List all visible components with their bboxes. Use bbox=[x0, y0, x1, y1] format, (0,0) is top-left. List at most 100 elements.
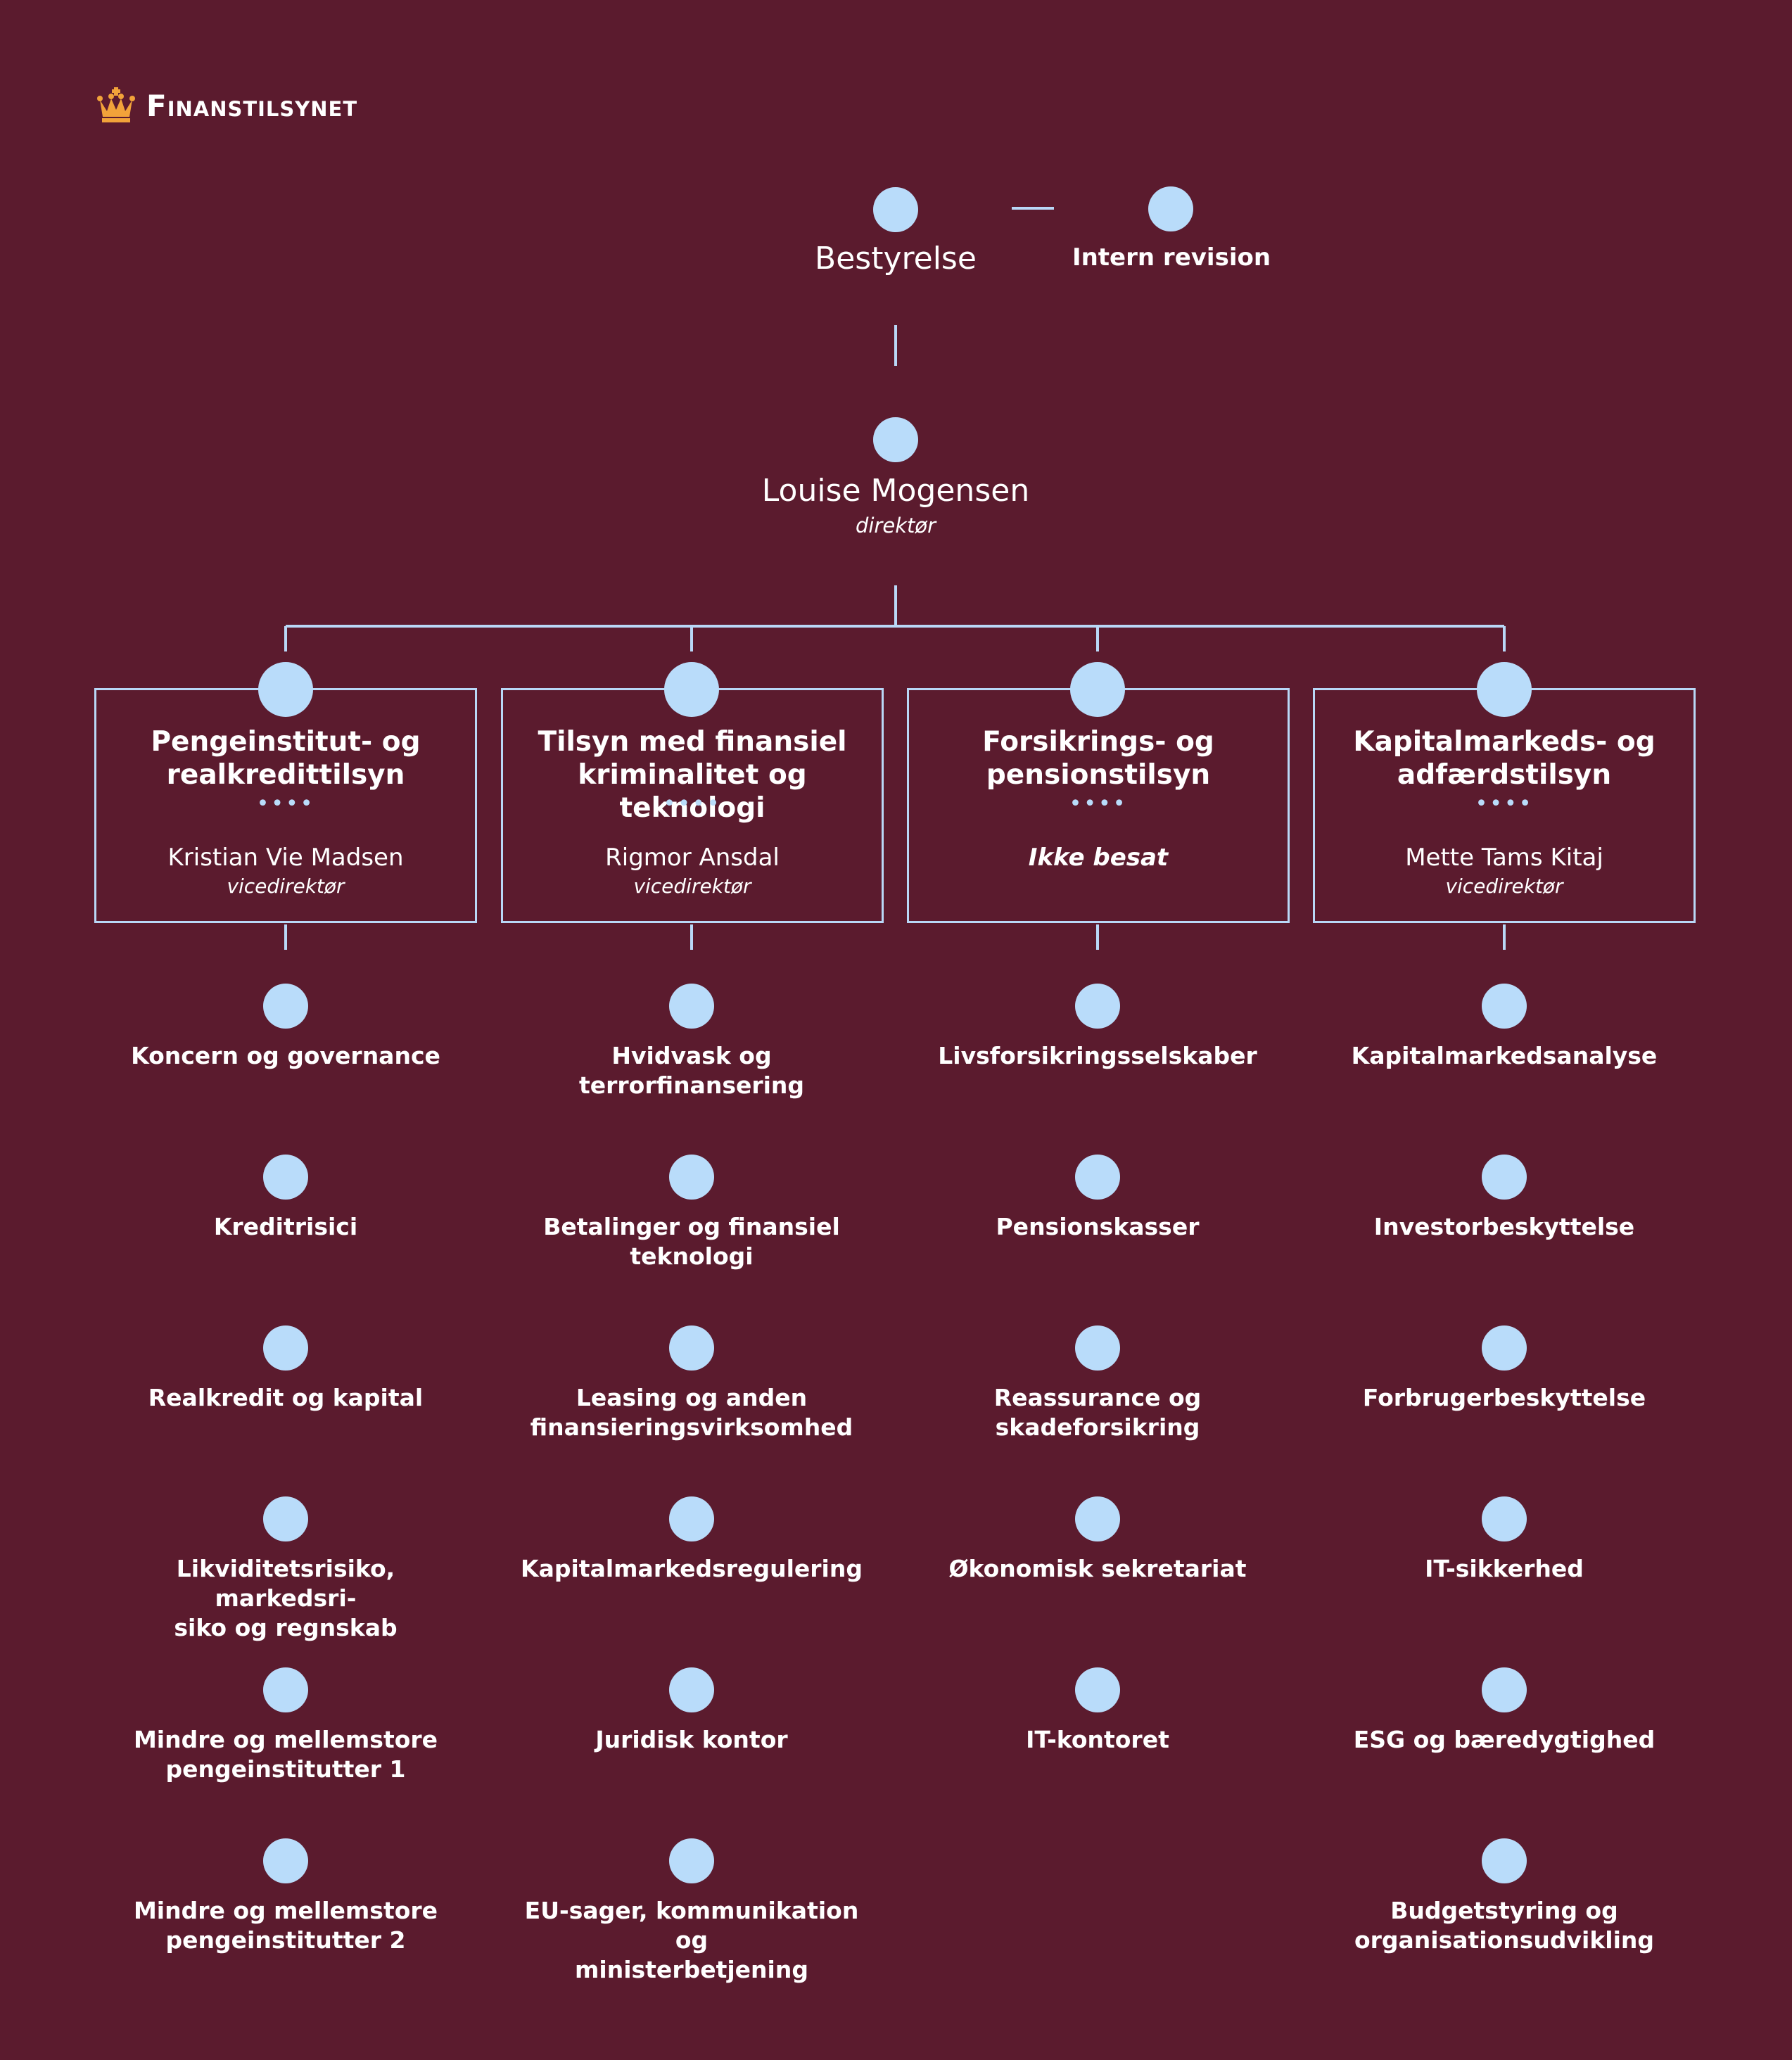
division-head-role: vicedirektør bbox=[227, 875, 345, 898]
unit-label-line: Pensionskasser bbox=[996, 1213, 1200, 1240]
unit-node bbox=[669, 1325, 714, 1371]
division-title-line: realkredittilsyn bbox=[166, 759, 405, 791]
unit-node bbox=[1075, 1496, 1120, 1541]
unit-label-line: IT-kontoret bbox=[1026, 1726, 1169, 1753]
unit-node bbox=[1482, 1325, 1527, 1371]
unit-node bbox=[263, 1155, 308, 1200]
division-head: Kristian Vie Madsen bbox=[167, 844, 404, 872]
divider-dots: •••• bbox=[256, 791, 315, 816]
unit-label-line: Forbrugerbeskyttelse bbox=[1362, 1384, 1646, 1411]
unit-label: Forbrugerbeskyttelse bbox=[1321, 1383, 1687, 1413]
unit-label-line: Livsforsikringsselskaber bbox=[938, 1042, 1257, 1069]
division-title-line: Forsikrings- og bbox=[982, 726, 1214, 758]
unit-label-line: Juridisk kontor bbox=[595, 1726, 788, 1753]
unit-label-line: Investorbeskyttelse bbox=[1373, 1213, 1635, 1240]
unit-label-line: finansieringsvirksomhed bbox=[530, 1413, 853, 1441]
unit-node bbox=[1482, 1155, 1527, 1200]
unit-node bbox=[1482, 984, 1527, 1029]
unit-label: Kapitalmarkedsanalyse bbox=[1321, 1041, 1687, 1071]
unit-label-line: teknologi bbox=[630, 1242, 754, 1270]
unit-label-line: Budgetstyring og bbox=[1390, 1897, 1618, 1924]
unit-node bbox=[263, 1496, 308, 1541]
finanstilsynet-logo: Finanstilsynet bbox=[97, 84, 357, 127]
division-title-line: kriminalitet og teknologi bbox=[578, 759, 807, 824]
board-node bbox=[873, 187, 918, 232]
unit-node bbox=[1075, 1155, 1120, 1200]
unit-label: IT-sikkerhed bbox=[1321, 1554, 1687, 1584]
unit-label: Hvidvask og terrorfinansering bbox=[509, 1041, 875, 1100]
unit-label: Pensionskasser bbox=[915, 1212, 1281, 1242]
unit-label-line: IT-sikkerhed bbox=[1425, 1555, 1584, 1582]
unit-node bbox=[1482, 1496, 1527, 1541]
unit-node bbox=[669, 1155, 714, 1200]
division-head-role: vicedirektør bbox=[1445, 875, 1563, 898]
division-head: Mette Tams Kitaj bbox=[1405, 844, 1603, 872]
division-node bbox=[664, 662, 719, 717]
division-node bbox=[258, 662, 313, 717]
unit-node bbox=[669, 1496, 714, 1541]
division-node bbox=[1477, 662, 1532, 717]
unit-label-line: siko og regnskab bbox=[174, 1614, 398, 1641]
unit-label-line: skadeforsikring bbox=[995, 1413, 1200, 1441]
unit-label-line: Leasing og anden bbox=[576, 1384, 808, 1411]
unit-label: Investorbeskyttelse bbox=[1321, 1212, 1687, 1242]
unit-label-line: Hvidvask og bbox=[611, 1042, 772, 1069]
director-name: Louise Mogensen bbox=[761, 473, 1030, 509]
unit-node bbox=[1075, 1667, 1120, 1712]
unit-node bbox=[1482, 1667, 1527, 1712]
unit-label-line: ESG og bæredygtighed bbox=[1353, 1726, 1656, 1753]
unit-label-line: Kreditrisici bbox=[213, 1213, 358, 1240]
division-title-line: Tilsyn med finansiel bbox=[538, 726, 847, 758]
unit-label-line: Likviditetsrisiko, markedsri- bbox=[176, 1555, 395, 1612]
unit-node bbox=[669, 984, 714, 1029]
unit-label-line: Mindre og mellemstore bbox=[133, 1897, 438, 1924]
unit-label-line: Realkredit og kapital bbox=[148, 1384, 424, 1411]
crown-icon bbox=[97, 87, 135, 122]
unit-label: ESG og bæredygtighed bbox=[1321, 1725, 1687, 1755]
unit-label: Koncern og governance bbox=[103, 1041, 469, 1071]
division-title-line: Pengeinstitut- og bbox=[151, 726, 421, 758]
unit-label: Juridisk kontor bbox=[509, 1725, 875, 1755]
unit-label-line: Kapitalmarkedsanalyse bbox=[1351, 1042, 1658, 1069]
unit-label-line: Kapitalmarkedsregulering bbox=[521, 1555, 863, 1582]
division-head: Rigmor Ansdal bbox=[605, 844, 780, 872]
unit-label-line: Mindre og mellemstore bbox=[133, 1726, 438, 1753]
unit-node bbox=[263, 1667, 308, 1712]
unit-label-line: Koncern og governance bbox=[131, 1042, 440, 1069]
unit-label: Livsforsikringsselskaber bbox=[915, 1041, 1281, 1071]
division-head: Ikke besat bbox=[1028, 844, 1169, 872]
unit-label: Kapitalmarkedsregulering bbox=[509, 1554, 875, 1584]
division-title-line: pensionstilsyn bbox=[986, 759, 1211, 791]
unit-label: Realkredit og kapital bbox=[103, 1383, 469, 1413]
unit-node bbox=[1075, 1325, 1120, 1371]
logo-text: Finanstilsynet bbox=[146, 88, 358, 123]
unit-label: Likviditetsrisiko, markedsri-siko og reg… bbox=[103, 1554, 469, 1643]
unit-label-line: terrorfinansering bbox=[578, 1072, 805, 1099]
unit-label-line: Betalinger og finansiel bbox=[543, 1213, 840, 1240]
divider-dots: •••• bbox=[1475, 791, 1534, 816]
unit-label-line: EU-sager, kommunikation og bbox=[524, 1897, 859, 1954]
unit-label-line: pengeinstitutter 1 bbox=[165, 1755, 406, 1783]
unit-node bbox=[263, 1838, 308, 1883]
unit-node bbox=[263, 1325, 308, 1371]
divider-dots: •••• bbox=[1069, 791, 1128, 816]
unit-label-line: organisationsudvikling bbox=[1354, 1926, 1655, 1954]
unit-node bbox=[669, 1838, 714, 1883]
unit-node bbox=[263, 984, 308, 1029]
unit-label: IT-kontoret bbox=[915, 1725, 1281, 1755]
director-role: direktør bbox=[855, 514, 936, 538]
